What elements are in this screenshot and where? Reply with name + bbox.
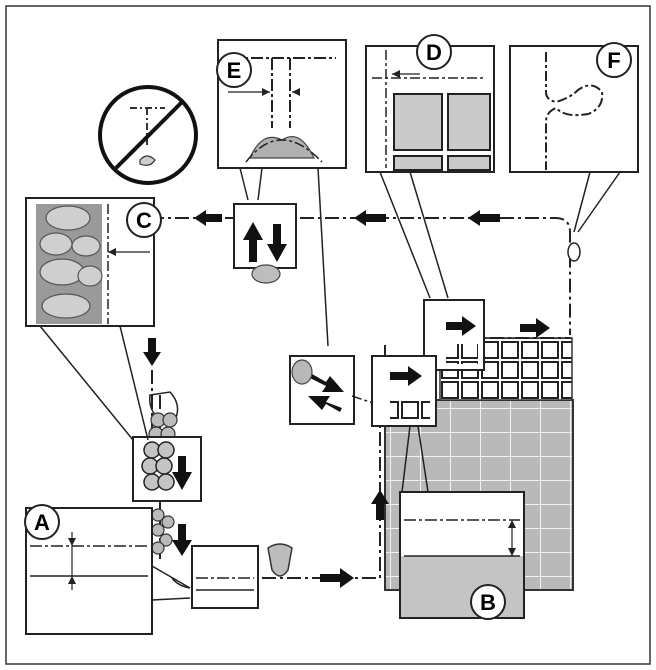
- callout-c-panel: C: [25, 197, 162, 441]
- arrow-icon: [310, 374, 344, 392]
- arrow-icon: [308, 396, 342, 412]
- arrow-icon: [172, 524, 192, 556]
- callout-a-panel: A: [24, 504, 191, 635]
- callout-b-label: B: [480, 590, 496, 615]
- callout-b-panel: B: [399, 491, 525, 620]
- cluster-detail-box: [132, 436, 202, 502]
- arrow-icon: [320, 568, 354, 588]
- callout-f-label: F: [607, 48, 620, 73]
- arrow-icon: [143, 338, 161, 366]
- callout-d-label: D: [426, 40, 442, 65]
- arrow-icon: [390, 366, 422, 386]
- arrow-icon: [520, 318, 550, 338]
- arrow-icon: [468, 210, 500, 226]
- arrow-icon: [446, 316, 476, 336]
- arrow-icon: [267, 224, 287, 262]
- split-box: [233, 203, 297, 284]
- callout-a-label: A: [34, 510, 50, 535]
- callout-c-label: C: [136, 208, 152, 233]
- no-entry-icon: [98, 85, 198, 185]
- bottom-detail-box: [171, 543, 293, 609]
- arrow-icon: [194, 210, 222, 226]
- callout-e-panel: E: [216, 39, 347, 347]
- arrow-icon: [354, 210, 386, 226]
- arrow-icon: [243, 222, 263, 262]
- grid-detail-box-mid: [371, 355, 437, 493]
- arrow-icon: [371, 490, 389, 520]
- callout-d-panel: D: [365, 34, 495, 299]
- callout-f-panel: F: [509, 42, 639, 262]
- crossing-detail-box: [289, 355, 383, 425]
- callout-e-label: E: [227, 58, 242, 83]
